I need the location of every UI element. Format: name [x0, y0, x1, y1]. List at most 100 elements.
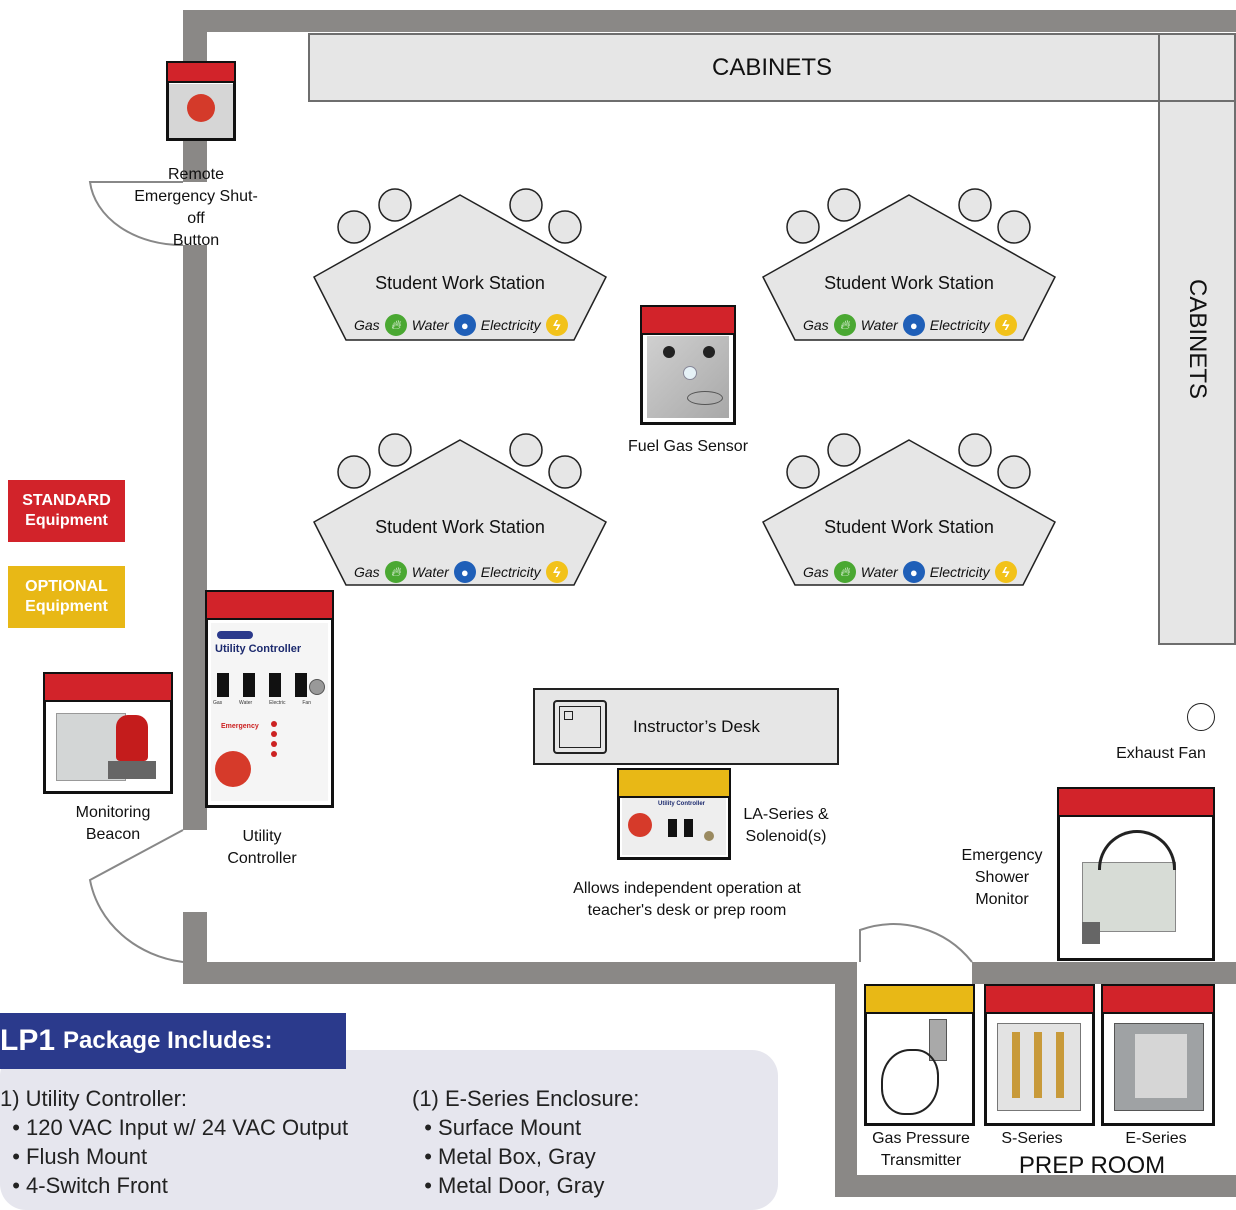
led-icon [271, 751, 277, 757]
e-series-box [1114, 1023, 1204, 1111]
water-label: Water [411, 317, 449, 333]
uc-switch-icon [295, 673, 307, 697]
package-title: LP1 Package Includes: [0, 1013, 346, 1069]
uc-key-icon [309, 679, 325, 695]
electricity-icon: ϟ [994, 561, 1017, 583]
station-utilities: Gas 🔥︎ Water ● Electricity ϟ [354, 561, 568, 583]
station-title: Student Work Station [824, 273, 994, 293]
door-bottom-left [88, 829, 184, 963]
shower-sensor [1082, 922, 1100, 944]
utility-controller-label: Utility Controller [227, 828, 297, 867]
uc-switch-labels: Gas Water Electric Fan [213, 700, 311, 706]
door-top-left [88, 181, 184, 247]
uc-switch-label: Gas [213, 700, 223, 706]
electricity-label: Electricity [480, 564, 541, 580]
red-button-icon [187, 94, 215, 122]
remote-button-label: Remote Emergency Shut-off Button [134, 166, 258, 249]
uc-panel: Utility Controller Gas Water Electric Fa… [211, 623, 328, 801]
water-icon: ● [453, 561, 476, 583]
shower-cable [1098, 830, 1176, 870]
led-icon [271, 721, 277, 727]
la-panel: Utility Controller [622, 797, 726, 855]
legend-optional: OPTIONAL Equipment [8, 566, 125, 628]
gas-icon: 🔥︎ [384, 314, 407, 336]
beacon-light-icon [116, 715, 148, 761]
gas-pressure-label: Gas Pressure Transmitter [872, 1130, 970, 1169]
package-panel [0, 1050, 778, 1210]
wall-top [183, 10, 1236, 32]
water-label: Water [411, 564, 449, 580]
uc-switch-label: Electric [269, 700, 286, 706]
water-label: Water [860, 564, 898, 580]
package-item: • 4-Switch Front [0, 1173, 168, 1198]
water-icon: ● [902, 561, 925, 583]
la-title: Utility Controller [658, 801, 706, 807]
electricity-icon: ϟ [545, 314, 568, 336]
electricity-label: Electricity [929, 317, 990, 333]
desk-chair [553, 700, 607, 754]
station-1: Student Work Station Gas 🔥︎ Water ● Elec… [314, 270, 606, 350]
uc-switch-label: Fan [302, 700, 311, 706]
exhaust-fan-label: Exhaust Fan [1116, 745, 1206, 762]
sensor-hole-icon [663, 346, 675, 358]
valve-icon [1056, 1032, 1064, 1098]
led-icon [271, 731, 277, 737]
station-3: Student Work Station Gas 🔥︎ Water ● Elec… [314, 514, 606, 594]
beacon-base [108, 761, 156, 779]
station-2: Student Work Station Gas 🔥︎ Water ● Elec… [763, 270, 1055, 350]
s-series-label: S-Series [1001, 1130, 1063, 1147]
station-utilities: Gas 🔥︎ Water ● Electricity ϟ [354, 314, 568, 336]
gas-icon: 🔥︎ [384, 561, 407, 583]
remote-button-face [169, 84, 233, 138]
la-series-label: LA-Series & Solenoid(s) [743, 806, 829, 845]
station-utilities: Gas 🔥︎ Water ● Electricity ϟ [803, 561, 1017, 583]
s-series-device [984, 984, 1095, 1126]
wall-prep-bottom [835, 1175, 1236, 1197]
water-label: Water [860, 317, 898, 333]
shower-monitor-label: Emergency Shower Monitor [961, 847, 1043, 908]
station-4: Student Work Station Gas 🔥︎ Water ● Elec… [763, 514, 1055, 594]
s-series-box [997, 1023, 1081, 1111]
instructors-desk: Instructor’s Desk [533, 688, 839, 765]
gas-label: Gas [354, 564, 380, 580]
monitoring-beacon-label: Monitoring Beacon [75, 804, 151, 843]
wall-bottom-right [972, 962, 1236, 984]
e-series-standard-tag [1101, 984, 1215, 1014]
package-item: • Metal Box, Gray [412, 1144, 596, 1169]
instructors-desk-label: Instructor’s Desk [633, 717, 760, 736]
s-series-standard-tag [984, 984, 1095, 1014]
electricity-label: Electricity [480, 317, 541, 333]
water-icon: ● [902, 314, 925, 336]
shower-monitor-standard-tag [1057, 787, 1215, 817]
cabinets-side: CABINETS [1158, 33, 1236, 645]
la-series-note: Allows independent operation at teacher'… [573, 880, 801, 919]
electricity-label: Electricity [929, 564, 990, 580]
station-utilities: Gas 🔥︎ Water ● Electricity ϟ [803, 314, 1017, 336]
wall-bottom [183, 962, 853, 984]
package-code: LP1 [0, 1024, 56, 1057]
remote-button-standard-tag [166, 61, 236, 83]
station-title: Student Work Station [375, 517, 545, 537]
gas-label: Gas [803, 317, 829, 333]
uc-switch-row [217, 673, 307, 697]
la-switch-icon [668, 819, 677, 837]
uc-emergency-text: Emergency [221, 723, 259, 730]
gas-icon: 🔥︎ [833, 561, 856, 583]
gas-label: Gas [803, 564, 829, 580]
desk-chair-mark [564, 711, 573, 720]
gas-icon: 🔥︎ [833, 314, 856, 336]
desk-chair-inner [559, 706, 601, 748]
package-item: • Metal Door, Gray [412, 1173, 605, 1198]
led-icon [271, 741, 277, 747]
fuel-gas-sensor-standard-tag [640, 305, 736, 335]
la-series-optional-tag [617, 768, 731, 798]
package-item: 1) Utility Controller: [0, 1086, 188, 1111]
sensor-hole-icon [703, 346, 715, 358]
gas-label: Gas [354, 317, 380, 333]
package-item: • Flush Mount [0, 1144, 148, 1169]
uc-emergency-button-icon [215, 751, 251, 787]
electricity-icon: ϟ [545, 561, 568, 583]
gas-pressure-cable [881, 1049, 939, 1115]
sensor-plate [647, 336, 729, 418]
wall-prep-left [835, 962, 857, 1197]
